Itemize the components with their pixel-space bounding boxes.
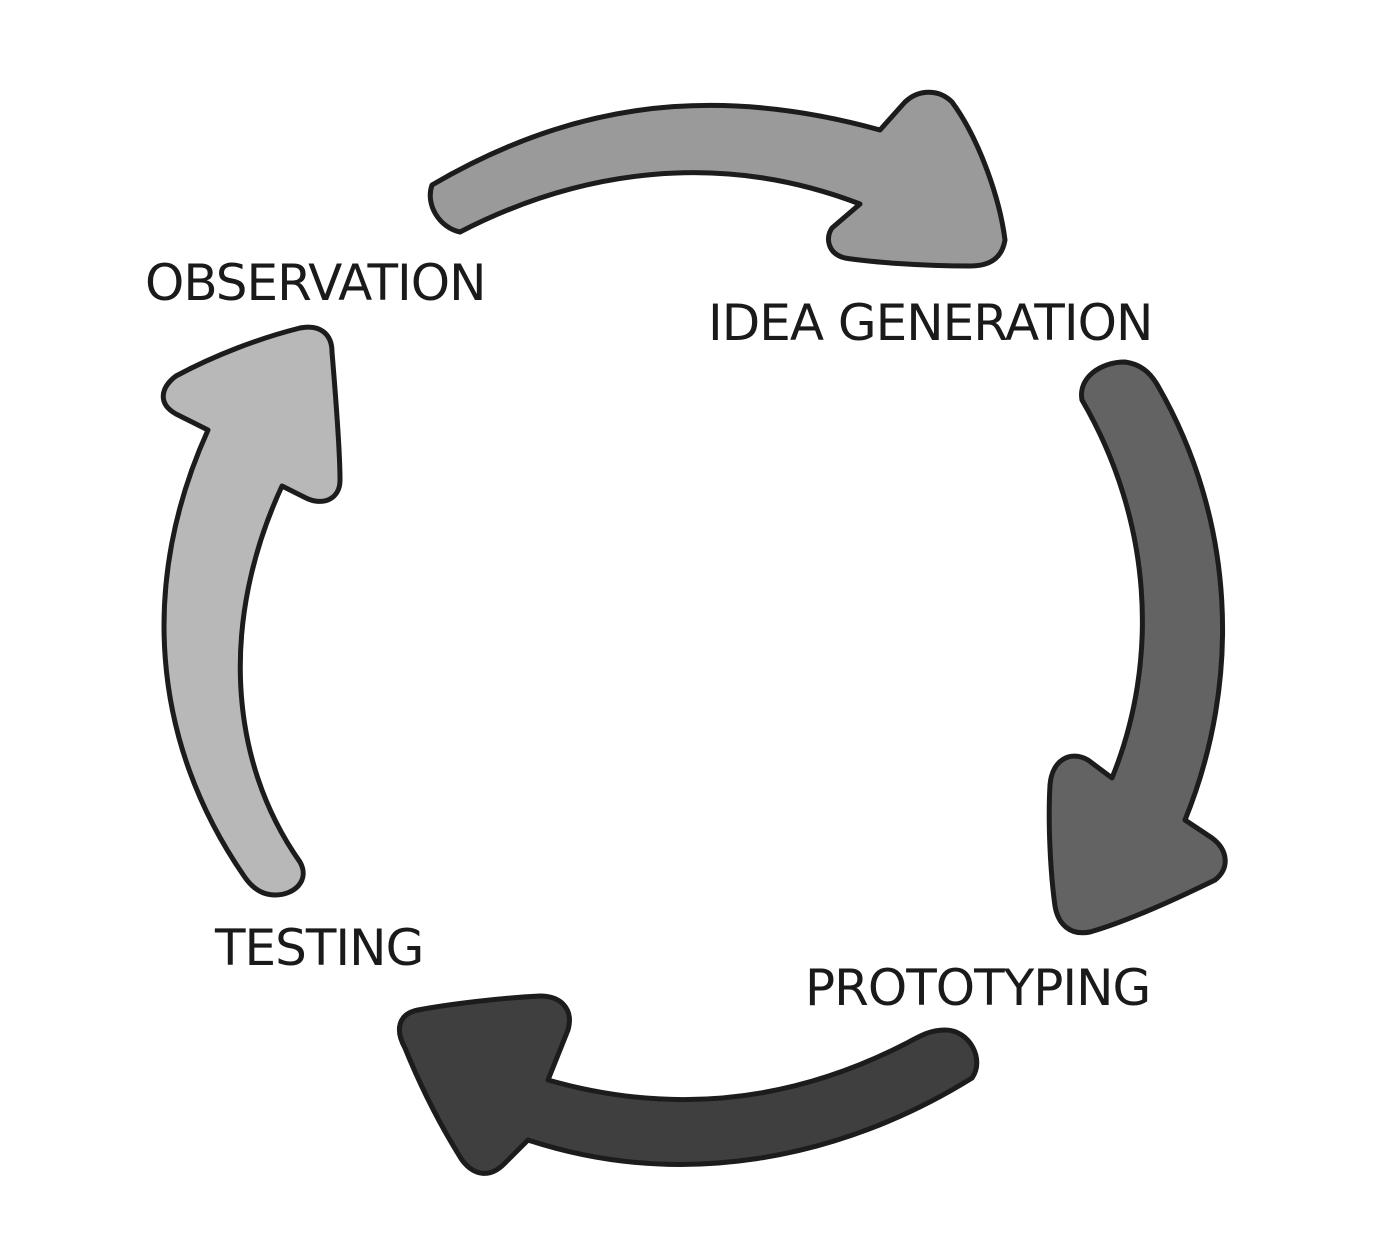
arrow-observation-to-idea-generation — [427, 89, 1008, 269]
arrow-prototyping-to-testing — [396, 993, 980, 1176]
stage-label-prototyping: PROTOTYPING — [805, 959, 1150, 1017]
stage-label-testing: TESTING — [214, 919, 423, 977]
stage-label-observation: OBSERVATION — [145, 254, 486, 312]
arrow-testing-to-observation — [160, 324, 343, 898]
arrow-idea-generation-to-prototyping — [1046, 359, 1228, 936]
stage-label-idea-generation: IDEA GENERATION — [708, 294, 1152, 352]
